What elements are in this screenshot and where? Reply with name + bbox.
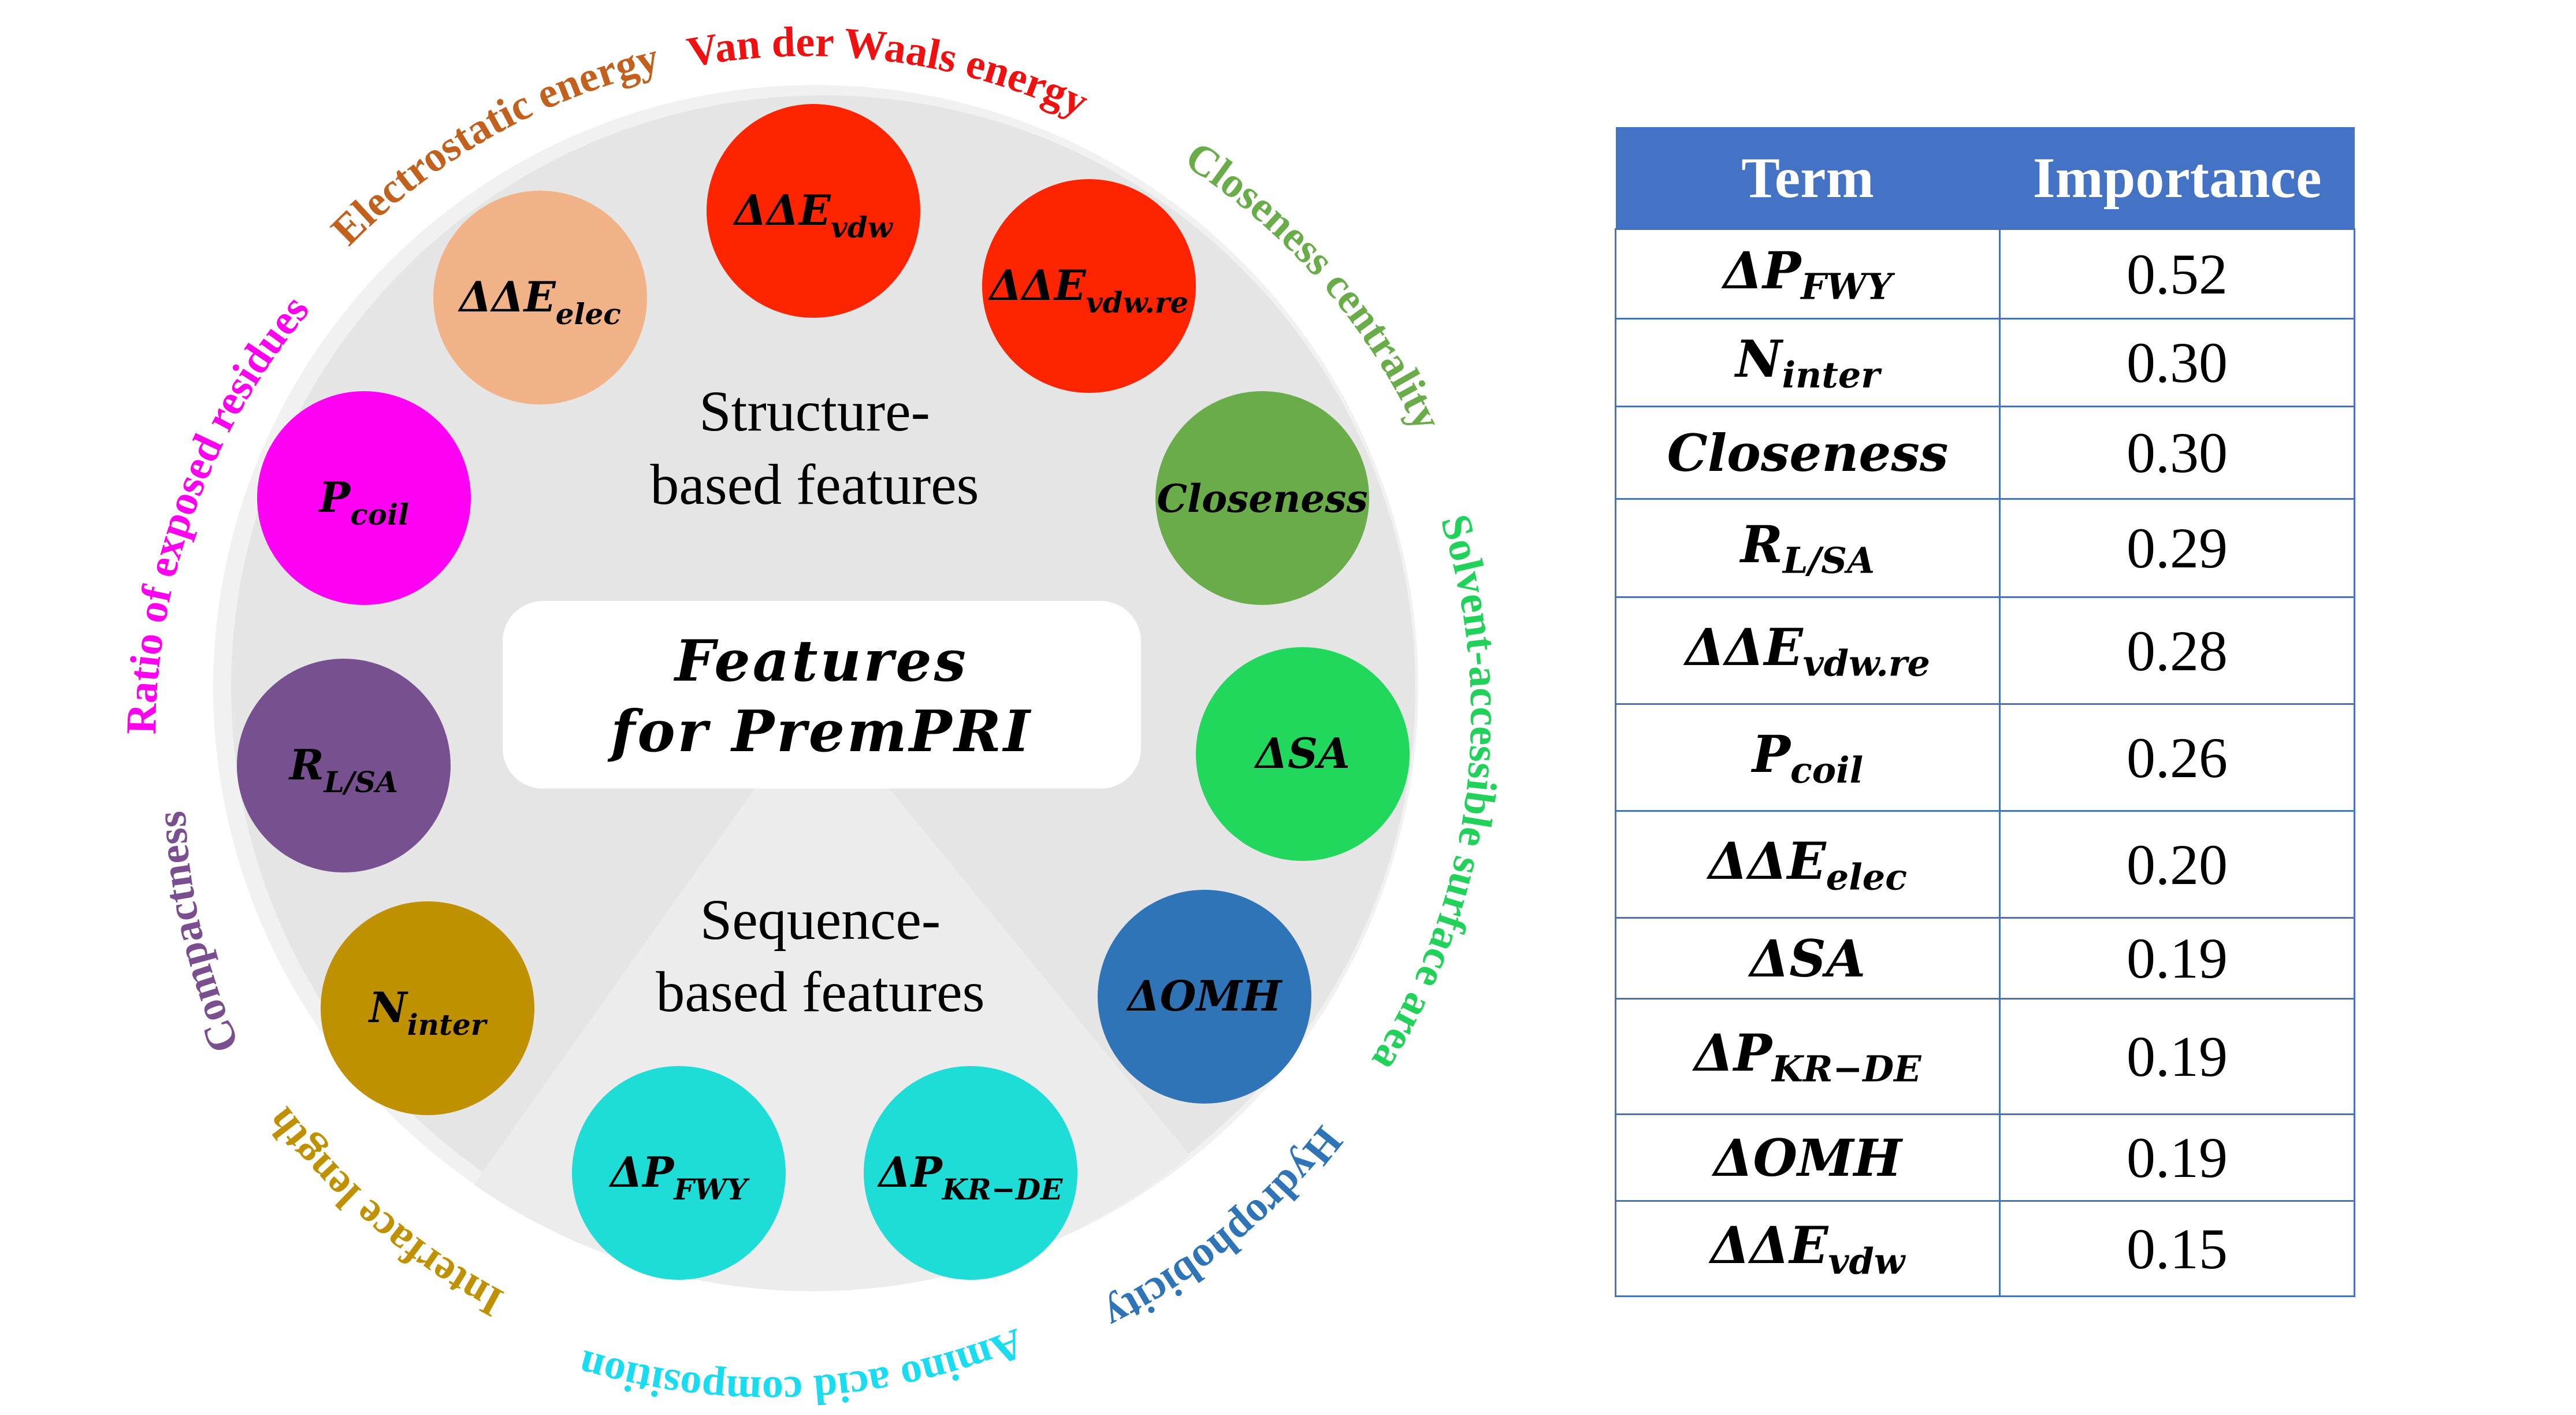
importance-cell: 0.30 (1999, 318, 2355, 407)
term-cell: ΔSA (1614, 917, 2001, 1000)
importance-cell: 0.29 (1999, 498, 2355, 598)
feature-node-p-coil: Pcoil (257, 391, 471, 605)
structure-section-line2: based features (650, 452, 979, 517)
importance-cell: 0.30 (1999, 406, 2355, 500)
feature-label: ΔSA (1254, 729, 1350, 778)
term-cell: ΔΔEvdw.re (1614, 596, 2001, 705)
feature-circle (707, 104, 920, 318)
feature-node-omh: ΔOMH (1098, 890, 1311, 1104)
term-cell: RL/SA (1614, 498, 2001, 598)
center-box (503, 601, 1141, 789)
importance-cell: 0.52 (1999, 228, 2355, 320)
feature-node-p-fwy: ΔPFWY (572, 1066, 786, 1280)
feature-label: ΔPKR−DE (877, 1147, 1063, 1206)
column-header-importance: Importance (1999, 127, 2355, 229)
term-cell: ΔΔEvdw (1614, 1200, 2001, 1297)
feature-label: RL/SA (288, 740, 398, 799)
feature-node-sa: ΔSA (1196, 647, 1410, 861)
importance-cell: 0.19 (1999, 917, 2355, 1000)
term-cell: Closeness (1614, 406, 2001, 500)
feature-label: Pcoil (318, 473, 409, 532)
feature-node-closeness: Closeness (1155, 391, 1369, 605)
importance-cell: 0.19 (1999, 1113, 2355, 1202)
importance-cell: 0.15 (1999, 1200, 2355, 1297)
center-title-line1: Features (673, 628, 968, 694)
importance-cell: 0.19 (1999, 998, 2355, 1115)
feature-circle (1098, 890, 1311, 1104)
ring-label-amino-acid: Amino acid composition (574, 1319, 1030, 1415)
feature-node-e-vdw: ΔΔEvdw (707, 104, 920, 318)
feature-circle (982, 179, 1196, 393)
feature-circle (257, 391, 471, 605)
feature-label: ΔΔEvdw.re (988, 261, 1188, 320)
importance-cell: 0.26 (1999, 703, 2355, 812)
term-cell: Ninter (1614, 318, 2001, 407)
feature-circle (433, 191, 647, 404)
term-cell: Pcoil (1614, 703, 2001, 812)
center-title-line2: for PremPRI (607, 699, 1032, 765)
feature-label: Ninter (368, 983, 488, 1042)
importance-cell: 0.28 (1999, 596, 2355, 705)
feature-circle (1155, 391, 1369, 605)
ring-label-compactness: Compactness (147, 810, 248, 1060)
sequence-section-line1: Sequence- (700, 887, 941, 952)
feature-node-e-elec: ΔΔEelec (433, 191, 647, 404)
term-cell: ΔOMH (1614, 1113, 2001, 1202)
column-header-term: Term (1615, 127, 2000, 229)
term-cell: ΔPFWY (1614, 228, 2001, 320)
term-cell: ΔPKR−DE (1614, 998, 2001, 1115)
feature-node-r-l-sa: RL/SA (237, 659, 451, 872)
feature-circle (864, 1066, 1077, 1280)
feature-node-p-kr-de: ΔPKR−DE (864, 1066, 1077, 1280)
feature-circle (572, 1066, 786, 1280)
feature-label: ΔPFWY (608, 1147, 750, 1206)
importance-cell: 0.20 (1999, 810, 2355, 919)
feature-circle (237, 659, 451, 872)
sequence-section-line2: based features (656, 960, 984, 1024)
feature-label: Closeness (1157, 476, 1367, 521)
feature-node-e-vdw-re: ΔΔEvdw.re (982, 179, 1196, 393)
feature-label: ΔOMH (1126, 971, 1283, 1020)
feature-label: ΔΔEvdw (733, 185, 894, 244)
table-header-row: Term Importance (1615, 127, 2355, 229)
feature-circle (321, 901, 534, 1115)
feature-circle (1196, 647, 1410, 861)
structure-section-line1: Structure- (699, 379, 930, 443)
feature-label: ΔΔEelec (458, 272, 621, 331)
term-cell: ΔΔEelec (1614, 810, 2001, 919)
feature-node-n-inter: Ninter (321, 901, 534, 1115)
